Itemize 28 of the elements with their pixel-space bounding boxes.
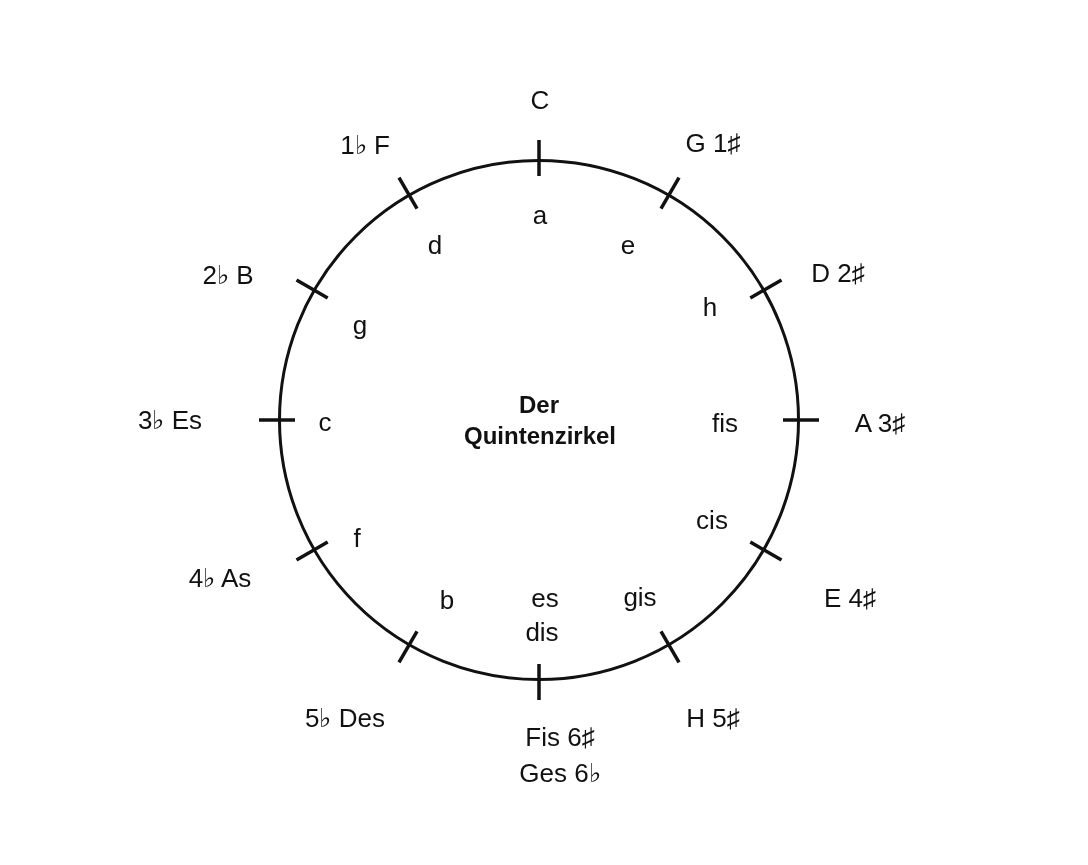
major-key-label: 2♭ B [202,262,254,288]
minor-key-label: dis [525,619,559,645]
major-key-label: Fis 6♯ [525,724,595,750]
minor-key-label: a [532,202,548,228]
major-key-label: D 2♯ [811,260,865,286]
major-key-label: 3♭ Es [138,407,202,433]
minor-key-label: e [620,232,636,258]
minor-key-label: gis [623,584,657,610]
minor-key-label: h [702,294,718,320]
major-key-label: E 4♯ [824,585,876,611]
minor-key-label: es [531,585,559,611]
minor-key-label: c [318,409,332,435]
circle-outline [278,159,800,681]
minor-key-label: f [353,525,361,551]
minor-key-label: b [439,587,455,613]
major-key-label: A 3♯ [854,410,906,436]
major-key-label: 5♭ Des [305,705,385,731]
minor-key-label: cis [696,507,728,533]
major-key-label: Ges 6♭ [519,760,601,786]
major-key-label: C [530,87,550,113]
minor-key-label: g [352,312,368,338]
node-label: Der Quintenzirkel [464,389,614,451]
major-key-label: 1♭ F [340,132,390,158]
minor-key-label: fis [712,410,738,436]
major-key-label: H 5♯ [686,705,740,731]
major-key-label: G 1♯ [685,130,741,156]
minor-key-label: d [427,232,443,258]
major-key-label: 4♭ As [188,565,252,591]
